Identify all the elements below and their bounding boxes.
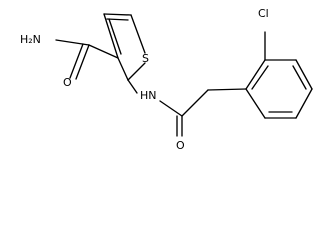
molecule-svg: H₂N O S HN O Cl [20, 7, 313, 152]
sulfur-label: S [142, 52, 149, 65]
bond-c2t-c3a-double [108, 18, 122, 55]
bond-c1-c2t-double [106, 18, 129, 21]
bond-c2t-c3a [103, 13, 119, 59]
chlorine-label: Cl [258, 7, 269, 20]
amide-oxygen-label: O [63, 76, 72, 89]
bond-phenyl-a-double [251, 65, 269, 90]
bond-c3-nh2 [55, 39, 90, 46]
nh-label: HN [140, 89, 157, 102]
bond-phenyl-d [295, 88, 313, 119]
bond-phenyl-a [245, 59, 266, 90]
bond-c2-nh [127, 79, 138, 94]
nh2-label: H₂N [20, 33, 41, 46]
bond-layer [55, 13, 313, 137]
bond-s-c1 [130, 14, 146, 54]
bond-c1-c2t [103, 13, 132, 16]
atom-labels: H₂N O S HN O Cl [20, 7, 269, 152]
bond-phenyl-c-double [292, 65, 307, 90]
bond-c3a-c2 [117, 57, 129, 81]
bond-carbonyl-ch2 [181, 89, 209, 117]
bond-phenyl-f [245, 88, 266, 119]
molecule-diagram: H₂N O S HN O Cl [20, 7, 313, 152]
bond-nh-carbonyl [159, 100, 183, 117]
acyl-oxygen-label: O [176, 139, 185, 152]
bond-phenyl-c [295, 59, 313, 90]
bond-c2-s [127, 62, 146, 81]
bond-c3-o-double [69, 43, 84, 79]
bond-c3-c3a [88, 44, 119, 59]
bond-c3-o [75, 44, 90, 80]
bond-ch2-phenyl [207, 88, 247, 91]
